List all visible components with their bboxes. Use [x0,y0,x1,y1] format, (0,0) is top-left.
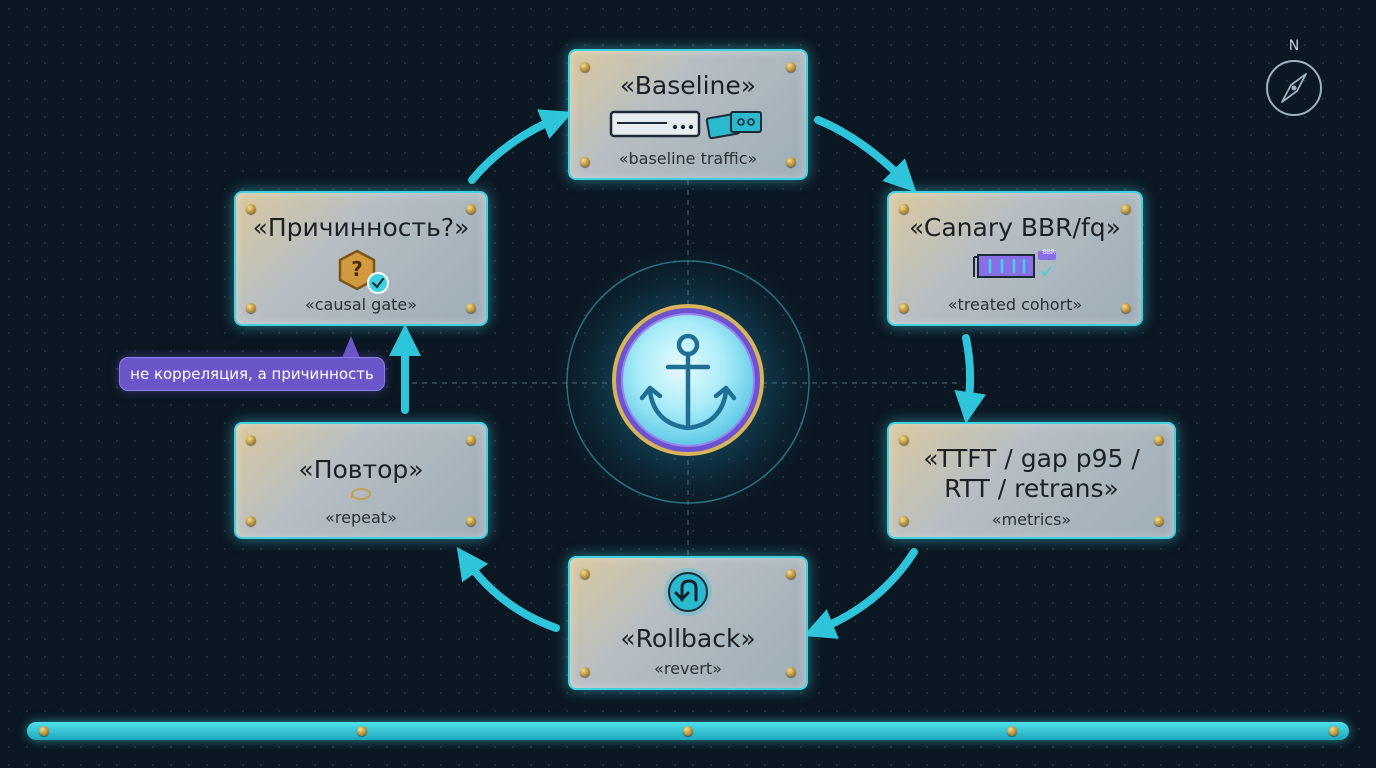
node-repeat-subtitle: «repeat» [325,508,397,527]
node-baseline-title: «Baseline» [619,71,757,100]
track-rivet [357,726,367,736]
track-rivet [1007,726,1017,736]
traffic-cards-icon [705,111,762,139]
node-metrics-title-line2: RTT / retrans» [944,474,1119,503]
node-canary-subtitle: «treated cohort» [947,295,1083,314]
undo-arrow-icon [664,568,712,616]
server-rack-icon [609,110,701,138]
node-repeat[interactable]: «Повтор» «repeat» [234,422,488,539]
causal-gate-badge-icon: ? [337,249,391,295]
loop-icon [350,488,371,500]
network-card-icon [973,251,1056,278]
arrow-rollback-to-repeat [456,546,560,632]
node-canary[interactable]: «Canary BBR/fq» «treated cohort» [887,191,1143,326]
track-rivet [1329,726,1339,736]
node-canary-title: «Canary BBR/fq» [909,213,1121,242]
track-rivet [39,726,49,736]
arrow-causality-to-baseline [468,109,573,184]
node-rollback-title: «Rollback» [620,624,756,653]
badge-question-mark: ? [351,257,363,281]
anchor-medallion [612,304,764,456]
compass-icon [1266,60,1322,116]
cycle-arrows [389,109,987,639]
canary-chip-label: BBR [1042,249,1056,256]
causality-callout: не корреляция, а причинность [119,357,385,391]
node-repeat-title: «Повтор» [298,455,424,484]
compass-north-label: N [1288,38,1300,54]
track-rivet [683,726,693,736]
node-rollback[interactable]: «Rollback» «revert» [568,556,808,690]
node-causality[interactable]: «Причинность?» ? «causal gate» [234,191,488,326]
anchor-icon [639,333,737,431]
node-metrics-subtitle: «metrics» [991,510,1072,529]
node-causality-title: «Причинность?» [252,213,470,242]
node-baseline[interactable]: «Baseline» «baseline traffic» [568,49,808,180]
node-metrics[interactable]: «TTFT / gap p95 / RTT / retrans» «metric… [887,422,1176,539]
node-rollback-subtitle: «revert» [654,659,722,678]
arrow-canary-to-metrics [954,334,987,424]
arrow-metrics-to-rollback [803,548,918,639]
center-outer-ring [566,260,810,504]
node-metrics-title-line1: «TTFT / gap p95 / [923,444,1140,473]
node-baseline-subtitle: «baseline traffic» [618,149,758,168]
timeline-track [27,722,1349,740]
callout-tail [342,336,360,358]
arrow-baseline-to-canary [814,116,917,193]
node-causality-subtitle: «causal gate» [304,295,418,314]
